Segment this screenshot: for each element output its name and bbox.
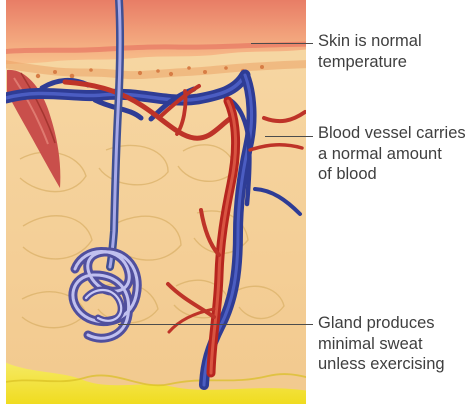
sweat-gland-label: Gland produces minimal sweat unless exer…	[318, 313, 474, 375]
skin-temperature-label: Skin is normal temperature	[318, 31, 474, 72]
blood-vessel-label: Blood vessel carries a normal amount of …	[318, 123, 474, 185]
